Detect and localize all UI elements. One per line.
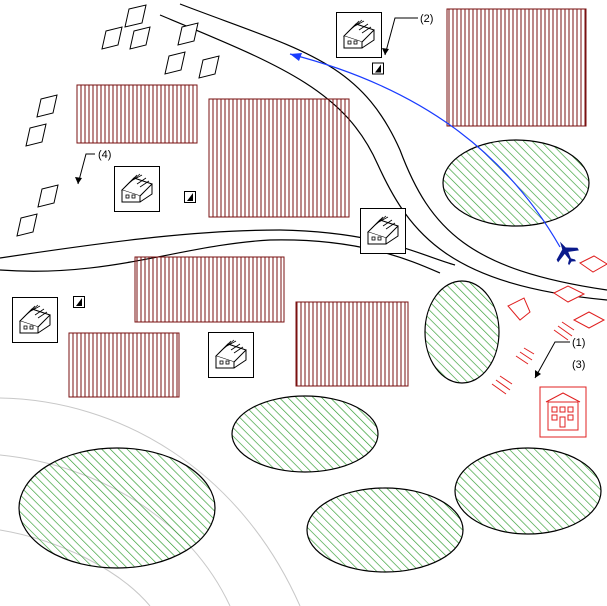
house-icon (208, 332, 254, 378)
target-markers (507, 255, 607, 329)
vegetation-area (18, 447, 216, 569)
radar-marker-icon (184, 191, 196, 203)
diamond-marker-icon (164, 51, 186, 75)
callout-arrowheads (75, 48, 541, 378)
target-marker-icon (572, 311, 606, 329)
target-marker-icon (507, 297, 531, 321)
diamond-marker-icon (198, 55, 220, 79)
diamond-marker-icon (129, 26, 151, 50)
radar-marker-icon (372, 62, 384, 75)
vegetation-area (231, 395, 379, 473)
diamond-marker-icon (177, 22, 199, 46)
diamond-marker-icon (36, 94, 58, 118)
target-building-icon (539, 386, 587, 438)
target-marker-icon (552, 285, 586, 303)
diamond-marker-icon (124, 4, 147, 28)
flight-path (289, 53, 561, 248)
diamond-marker-icon (25, 123, 47, 147)
building-block (446, 8, 587, 127)
buildings (68, 8, 587, 398)
building-block (76, 84, 198, 144)
radar-marker-icon (73, 296, 85, 308)
diamond-markers (16, 4, 220, 237)
vegetation-area (442, 139, 590, 227)
building-block (208, 98, 350, 218)
vegetation-area (424, 280, 500, 384)
house-icon (12, 297, 58, 343)
callout-label-1: (1) (572, 337, 585, 349)
house-icon (114, 166, 160, 212)
flight-path-arrowhead (290, 53, 302, 61)
airplane-icon (556, 241, 579, 266)
diamond-marker-icon (101, 26, 123, 50)
house-icon (360, 208, 406, 254)
callout-label-3: (3) (572, 359, 585, 371)
building-block (134, 256, 285, 323)
building-block (68, 332, 180, 398)
callout-label-4: (4) (98, 149, 111, 161)
vegetation-area (454, 447, 602, 535)
target-marker-icon (579, 255, 607, 273)
vegetation-area (306, 487, 464, 573)
building-block (295, 301, 409, 387)
vegetation (18, 139, 602, 573)
callout-label-2: (2) (420, 13, 433, 25)
movement-arrows (491, 321, 575, 395)
callout-lines (77, 17, 570, 379)
roads (0, 3, 607, 301)
diamond-marker-icon (16, 213, 38, 237)
diamond-marker-icon (37, 184, 59, 208)
house-icon (336, 12, 382, 58)
